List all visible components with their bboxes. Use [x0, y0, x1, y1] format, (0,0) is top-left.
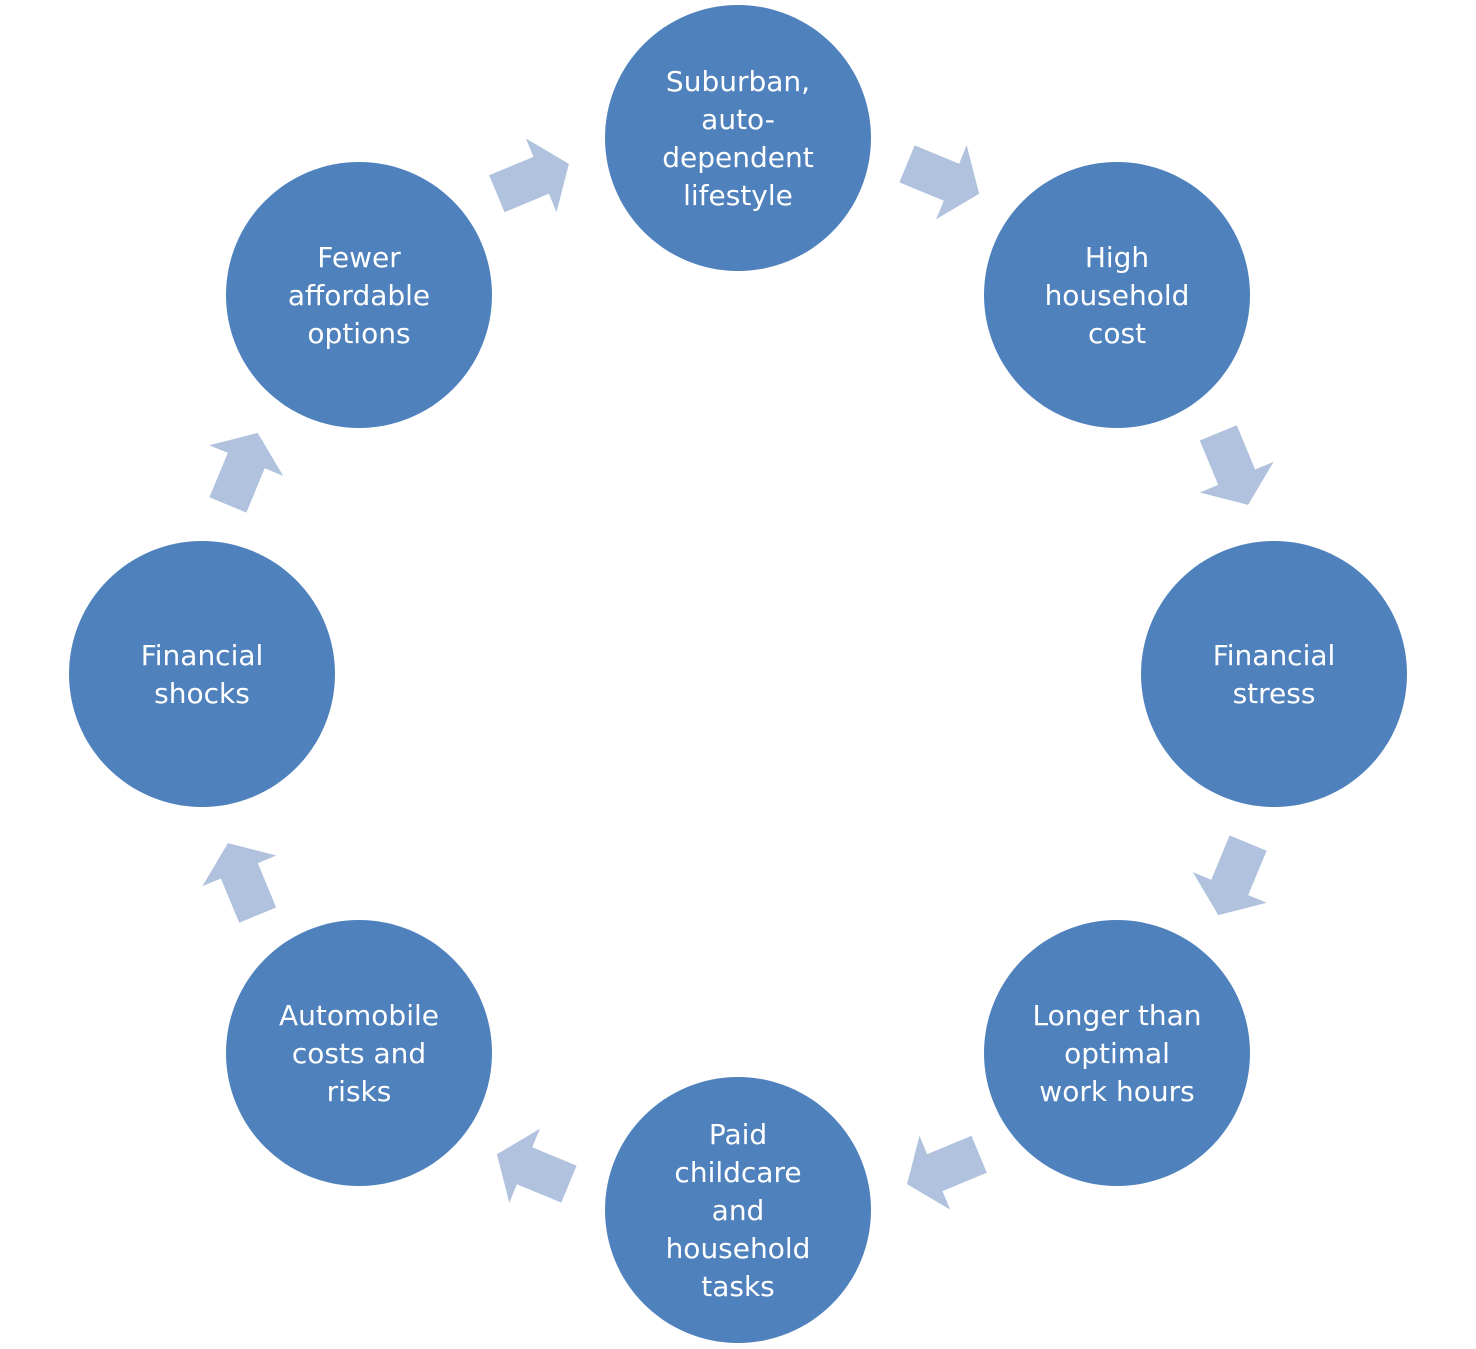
- arrow-fewer-options-to-suburban: [489, 138, 569, 213]
- arrow-financial-stress-to-work-hours: [1192, 835, 1267, 916]
- node-financial-shocks: Financial shocks: [69, 541, 335, 807]
- node-circle-high-cost: [984, 162, 1250, 428]
- arrow-childcare-to-automobile: [496, 1128, 577, 1203]
- node-label-suburban-line-0: Suburban,: [666, 65, 810, 98]
- node-circle-childcare: [605, 1077, 871, 1343]
- node-label-automobile-line-0: Automobile: [279, 999, 439, 1032]
- node-label-childcare-line-4: tasks: [701, 1270, 775, 1303]
- node-circle-suburban: [605, 5, 871, 271]
- node-financial-stress: Financial stress: [1141, 541, 1407, 807]
- node-high-cost: High household cost: [984, 162, 1250, 428]
- arrow-high-cost-to-financial-stress: [1199, 425, 1274, 505]
- node-label-financial-stress-line-0: Financial: [1213, 639, 1336, 672]
- node-label-fewer-options-line-1: affordable: [288, 279, 430, 312]
- node-label-high-cost-line-2: cost: [1088, 317, 1146, 350]
- node-label-financial-shocks-line-1: shocks: [154, 677, 250, 710]
- arrows-layer: [202, 138, 1274, 1210]
- node-label-high-cost-line-1: household: [1045, 279, 1190, 312]
- node-label-fewer-options-line-0: Fewer: [317, 241, 401, 274]
- node-fewer-options: Fewer affordable options: [226, 162, 492, 428]
- node-label-work-hours-line-0: Longer than: [1032, 999, 1201, 1032]
- node-circle-work-hours: [984, 920, 1250, 1186]
- node-automobile: Automobile costs and risks: [226, 920, 492, 1186]
- node-suburban: Suburban, auto-dependent lifestyle: [605, 5, 871, 271]
- node-childcare: Paid childcare and household tasks: [605, 1077, 871, 1343]
- node-label-work-hours-line-2: work hours: [1039, 1075, 1194, 1108]
- node-label-suburban-line-2: dependent: [662, 141, 813, 174]
- node-circle-financial-stress: [1141, 541, 1407, 807]
- node-label-work-hours-line-1: optimal: [1064, 1037, 1170, 1070]
- node-circle-fewer-options: [226, 162, 492, 428]
- node-label-financial-stress-line-1: stress: [1233, 677, 1316, 710]
- arrow-financial-shocks-to-fewer-options: [209, 432, 284, 513]
- node-label-suburban-line-1: auto-: [701, 103, 775, 136]
- node-label-high-cost-line-0: High: [1085, 241, 1149, 274]
- node-label-financial-shocks-line-0: Financial: [141, 639, 264, 672]
- node-label-fewer-options-line-2: options: [307, 317, 410, 350]
- node-circle-financial-shocks: [69, 541, 335, 807]
- arrow-automobile-to-financial-shocks: [202, 843, 277, 923]
- node-label-automobile-line-1: costs and: [292, 1037, 426, 1070]
- node-circle-automobile: [226, 920, 492, 1186]
- node-work-hours: Longer than optimal work hours: [984, 920, 1250, 1186]
- arrow-work-hours-to-childcare: [907, 1135, 987, 1210]
- node-label-childcare-line-1: childcare: [674, 1156, 801, 1189]
- node-label-childcare-line-0: Paid: [709, 1118, 767, 1151]
- node-label-suburban-line-3: lifestyle: [683, 179, 793, 212]
- node-label-childcare-line-3: household: [666, 1232, 811, 1265]
- arrow-suburban-to-high-cost: [899, 145, 980, 220]
- node-label-childcare-line-2: and: [712, 1194, 765, 1227]
- node-label-automobile-line-2: risks: [327, 1075, 392, 1108]
